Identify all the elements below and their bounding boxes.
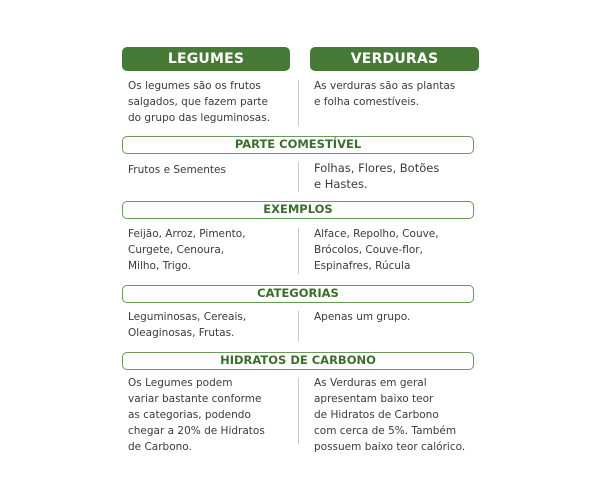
legumes-header: LEGUMES xyxy=(122,47,290,71)
section-bar-categorias: CATEGORIAS xyxy=(122,285,474,303)
section-bar-hidratos-de-carbono: HIDRATOS DE CARBONO xyxy=(122,352,474,370)
verduras-intro: As verduras são as plantas e folha comes… xyxy=(314,80,456,108)
column-divider xyxy=(298,311,299,341)
column-divider xyxy=(298,378,299,444)
legumes-intro: Os legumes são os frutos salgados, que f… xyxy=(128,80,271,124)
parte-comestivel-verduras: Folhas, Flores, Botões e Hastes. xyxy=(314,161,440,191)
column-divider xyxy=(298,162,299,192)
section-bar-parte-comestivel: PARTE COMESTÍVEL xyxy=(122,136,474,154)
column-divider xyxy=(298,80,299,126)
hidratos-verduras: As Verduras em geral apresentam baixo te… xyxy=(314,377,466,453)
parte-comestivel-legumes: Frutos e Sementes xyxy=(128,164,226,176)
categorias-legumes: Leguminosas, Cereais, Oleaginosas, Fruta… xyxy=(128,311,247,339)
categorias-verduras: Apenas um grupo. xyxy=(314,311,411,323)
column-divider xyxy=(298,228,299,274)
exemplos-verduras: Alface, Repolho, Couve, Brócolos, Couve-… xyxy=(314,228,439,272)
hidratos-legumes: Os Legumes podem variar bastante conform… xyxy=(128,377,265,453)
verduras-header: VERDURAS xyxy=(310,47,479,71)
exemplos-legumes: Feijão, Arroz, Pimento, Curgete, Cenoura… xyxy=(128,228,246,272)
section-bar-exemplos: EXEMPLOS xyxy=(122,201,474,219)
